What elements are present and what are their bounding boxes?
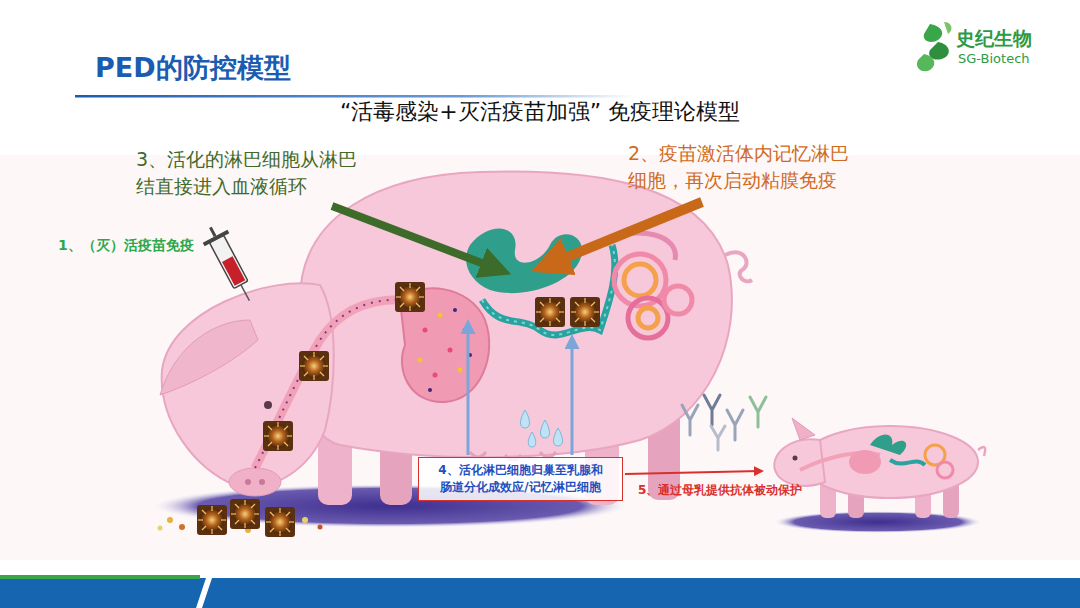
syringe-part [241, 285, 249, 301]
feed-part [179, 524, 185, 530]
arrow-5 [625, 471, 760, 474]
organs-part-part [448, 348, 453, 353]
sow-part [162, 283, 334, 487]
milk-drops-part [554, 428, 563, 446]
arrow-4-left [467, 325, 470, 455]
organs-part-part [638, 308, 658, 328]
organs-part-part [438, 313, 443, 318]
title-rule [75, 95, 635, 98]
logo-icon-part [917, 54, 934, 71]
footer-slash [196, 578, 212, 608]
milk-drops-part [521, 410, 530, 428]
organs-part [482, 245, 615, 335]
piglet-part [802, 426, 978, 498]
sow-part [296, 171, 732, 457]
organs-part [428, 308, 472, 392]
virus-particles-part [535, 297, 565, 327]
footer-green [0, 575, 200, 579]
organs-part [418, 313, 463, 373]
logo-icon [917, 22, 952, 71]
logo-icon-part [929, 42, 949, 60]
antibodies-part [750, 397, 766, 427]
sow-part [264, 401, 272, 409]
organs-part-part [624, 264, 656, 296]
virus-particles-part [570, 297, 600, 327]
logo-name: 史纪生物 [956, 26, 1032, 52]
logo-english: SG-Biotech [958, 50, 1030, 68]
organs-part [614, 254, 692, 338]
piglet [774, 418, 985, 518]
antibodies-part [727, 410, 743, 440]
virus-particles-part [299, 351, 329, 381]
piglet-part [978, 447, 985, 456]
slide-title: PED的防控模型 [95, 50, 291, 86]
feed-part [318, 525, 323, 530]
arrow-2 [545, 202, 702, 266]
organs-part-part [423, 328, 428, 333]
organs-part-part [428, 388, 432, 392]
piglet-part [849, 450, 881, 474]
ground-band [0, 155, 1080, 560]
organs-part [423, 328, 468, 378]
sow-part [245, 479, 251, 485]
antibodies-part [704, 395, 720, 425]
feed-part [167, 517, 173, 523]
logo-icon-part [944, 22, 951, 34]
antibodies [682, 395, 766, 450]
callout-box: 4、活化淋巴细胞归巢至乳腺和肠道分化成效应/记忆淋巴细胞 [418, 457, 623, 501]
piglet-part [792, 418, 815, 440]
piglet-part [937, 462, 953, 478]
organs-part [255, 300, 405, 468]
virus-particles-part [265, 507, 295, 537]
feed-part [158, 526, 163, 531]
piglet-part [890, 460, 925, 465]
syringe-part [209, 235, 248, 288]
logo-icon-part [924, 24, 942, 42]
organs-part [255, 300, 405, 468]
callout-text: 4、活化淋巴细胞归巢至乳腺和肠道分化成效应/记忆淋巴细胞 [435, 462, 606, 496]
syringe-part [222, 256, 245, 285]
piglet-part [793, 456, 798, 461]
virus-particles-part [230, 499, 260, 529]
syringe-part [203, 230, 230, 247]
organs-part-part [433, 373, 438, 378]
subtitle: “活毒感染+灭活疫苗加强” 免疫理论模型 [0, 97, 1080, 127]
syringe [198, 221, 262, 307]
milk-drops-part [528, 432, 536, 447]
sow [160, 171, 752, 505]
organs-part-part [418, 358, 423, 363]
callout-5: 5、通过母乳提供抗体被动保护 [638, 482, 802, 498]
callout-1: 1、（灭）活疫苗免疫 [58, 236, 194, 255]
arrow-4-right [571, 340, 574, 455]
organs-part-part [664, 286, 692, 314]
callout-2: 2、疫苗激活体内记忆淋巴细胞，再次启动粘膜免疫 [628, 140, 862, 193]
syringe-part [210, 227, 215, 236]
virus-particles-part [263, 421, 293, 451]
organs-part-part [458, 368, 463, 373]
virus-particles-part [197, 505, 227, 535]
piglet-part [870, 434, 906, 455]
antibodies-part [682, 405, 698, 435]
organs-part-part [453, 308, 457, 312]
callout-3: 3、活化的淋巴细胞从淋巴结直接进入血液循环 [136, 146, 370, 199]
milk-drops-part [541, 420, 550, 438]
virus-particles-part [395, 282, 425, 312]
organs-part [482, 245, 615, 335]
milk-drops [521, 410, 563, 447]
sow-part [259, 479, 265, 485]
organs [255, 229, 692, 468]
arrow-3 [332, 206, 500, 270]
antibodies-part [711, 426, 725, 450]
feed-part [302, 517, 308, 523]
sow-part [160, 320, 258, 395]
footer-bar [0, 578, 1080, 608]
sow-part [725, 252, 752, 281]
sow-part [229, 468, 281, 496]
